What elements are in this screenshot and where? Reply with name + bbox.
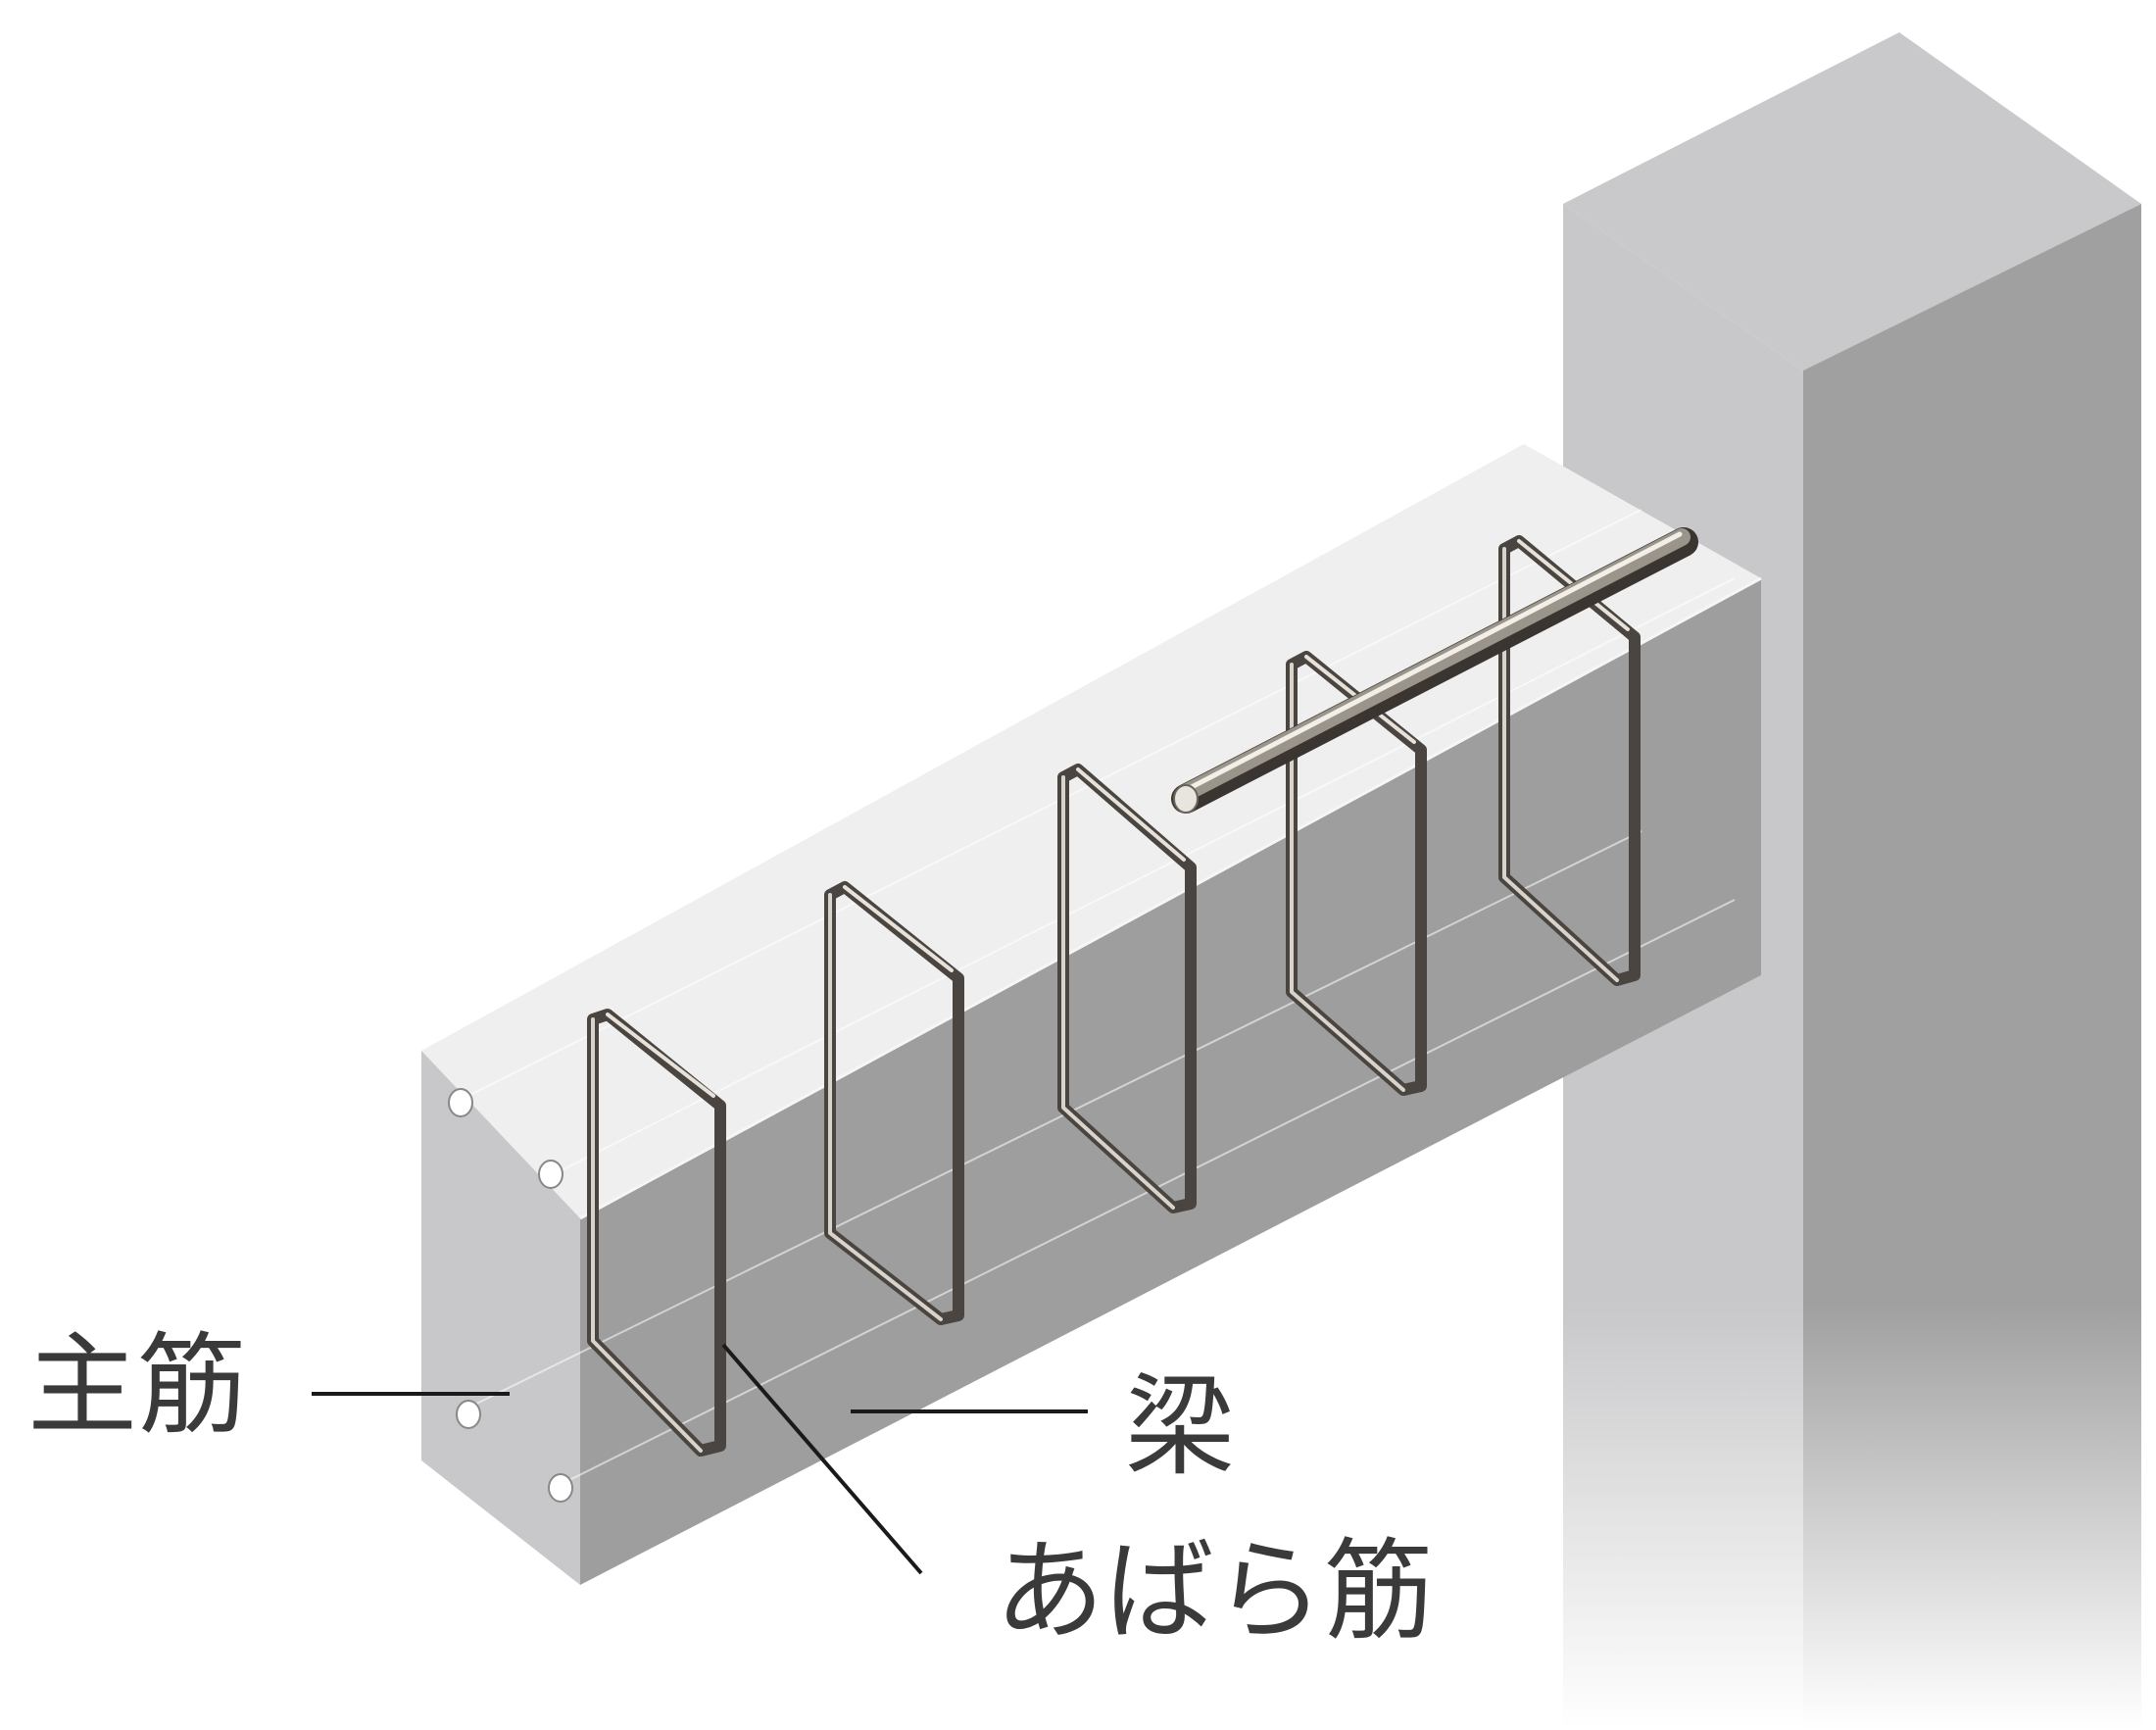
main-rebars bbox=[460, 509, 1736, 1489]
main-rebar-top-front bbox=[553, 577, 1736, 1175]
main-rebar-top-back bbox=[460, 509, 1642, 1101]
rebar-end-caps bbox=[448, 1088, 573, 1503]
stirrups bbox=[587, 535, 1641, 1457]
beam bbox=[421, 444, 1762, 1585]
rebar-end-cap bbox=[538, 1160, 564, 1189]
stirrup bbox=[587, 1009, 726, 1457]
main-rebar-bottom-front bbox=[553, 899, 1736, 1489]
stirrup bbox=[824, 881, 964, 1325]
beam-front-face bbox=[580, 578, 1761, 1585]
column-top-face bbox=[1563, 32, 2141, 371]
label-beam: 梁 bbox=[1125, 1363, 1235, 1491]
beam-top-face bbox=[421, 444, 1761, 1218]
rebar-end-cap bbox=[456, 1400, 481, 1429]
rebar-end-cap bbox=[1173, 784, 1199, 814]
rebar-end-cap bbox=[448, 1088, 473, 1117]
rebar-end-cap bbox=[548, 1473, 573, 1503]
beam-top-edge bbox=[579, 576, 1762, 1220]
main-rebar-bottom-back bbox=[460, 830, 1642, 1412]
beam-end-face bbox=[421, 1051, 580, 1585]
leader-line-stirrup bbox=[721, 1343, 923, 1575]
label-stirrup: あばら筋 bbox=[995, 1528, 1434, 1656]
label-main-rebar: 主筋 bbox=[27, 1322, 247, 1450]
protruding-rebar bbox=[1171, 527, 1698, 814]
stirrup bbox=[1057, 764, 1197, 1213]
column-side-face bbox=[1803, 204, 2141, 1730]
leader-lines bbox=[312, 1343, 1088, 1575]
